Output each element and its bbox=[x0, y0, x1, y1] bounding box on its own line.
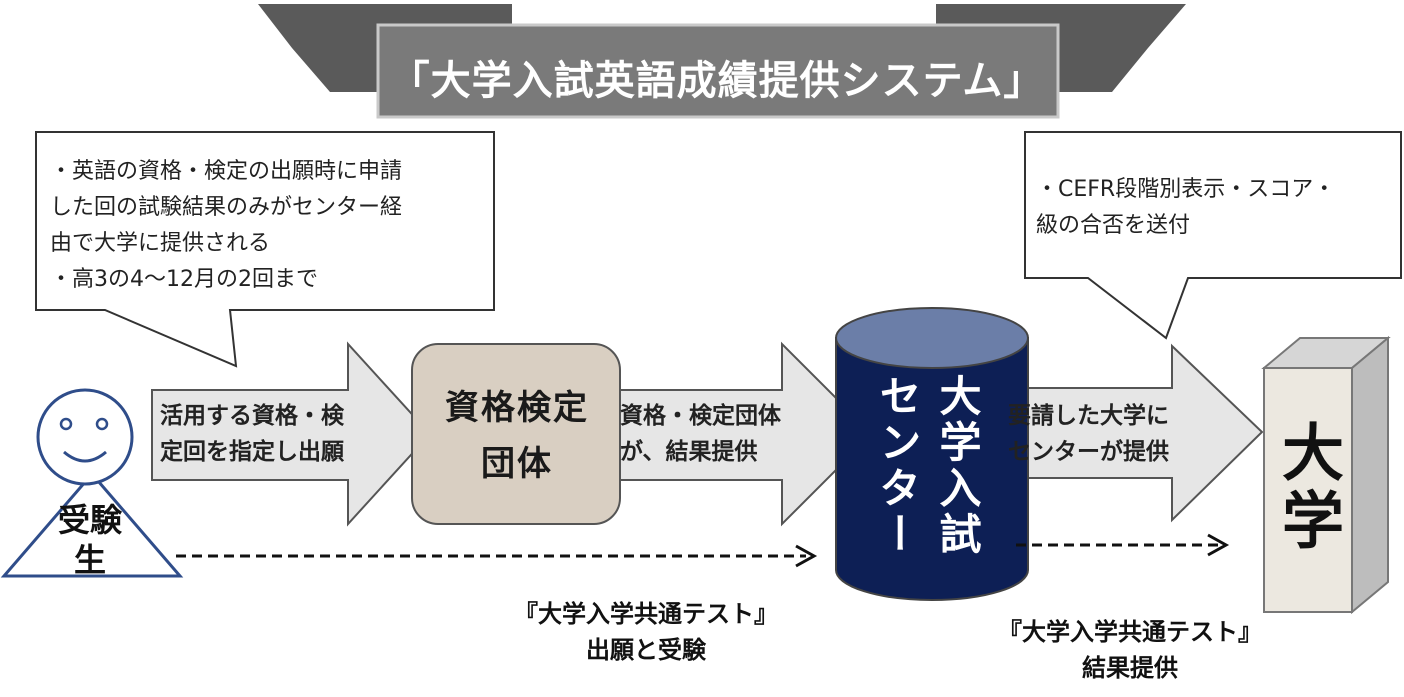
arrow-results-label: 資格・検定団体 が、結果提供 bbox=[620, 398, 781, 470]
callout-right-line-2: 級の合否を送付 bbox=[1036, 213, 1191, 238]
examinee-body bbox=[0, 471, 184, 578]
examinee-head bbox=[36, 388, 134, 486]
caption-right-line-2: 結果提供 bbox=[1082, 654, 1178, 682]
callout-right-text: ・CEFR段階別表示・スコア・ 級の合否を送付 bbox=[1036, 172, 1335, 244]
arrow-apply-label: 活用する資格・検 定回を指定し出願 bbox=[160, 398, 344, 470]
arrow-apply-line-2: 定回を指定し出願 bbox=[160, 439, 344, 465]
callout-right-line-1: ・CEFR段階別表示・スコア・ bbox=[1036, 177, 1336, 202]
examinee-line-1: 受験 bbox=[57, 501, 122, 539]
center-label-col1: 大学入試 bbox=[933, 374, 982, 558]
arrow-apply bbox=[151, 341, 432, 527]
examinee-smile bbox=[63, 450, 107, 463]
university-front bbox=[1263, 367, 1353, 613]
caption-left-line-2: 出願と受験 bbox=[586, 636, 706, 664]
examinee-label: 受験 生 bbox=[42, 500, 138, 580]
banner-front bbox=[376, 23, 1060, 119]
callout-left-shape bbox=[35, 131, 495, 368]
caption-right-line-1: 『大学入学共通テスト』 bbox=[998, 618, 1262, 646]
examinee-line-2: 生 bbox=[73, 541, 106, 579]
testing-org-line-1: 資格検定 bbox=[445, 388, 589, 428]
caption-left-line-1: 『大学入学共通テスト』 bbox=[514, 600, 778, 628]
arrow-results-line-1: 資格・検定団体 bbox=[620, 403, 781, 429]
arrow-results bbox=[613, 341, 874, 527]
arrow-results-line-2: が、結果提供 bbox=[620, 439, 758, 465]
caption-left: 『大学入学共通テスト』 出願と受験 bbox=[496, 596, 796, 668]
university-side bbox=[1351, 335, 1389, 615]
testing-org-line-2: 団体 bbox=[481, 444, 553, 484]
callout-left-line-3: 由で大学に提供される bbox=[50, 231, 271, 256]
arrow-apply-line-1: 活用する資格・検 bbox=[160, 403, 344, 429]
center-cylinder-body bbox=[835, 337, 1029, 601]
callout-left-line-2: した回の試験結果のみがセンター経 bbox=[50, 195, 403, 220]
center-label-col2: センター bbox=[873, 374, 922, 558]
arrow-provide-line-2: センターが提供 bbox=[1008, 439, 1169, 465]
dashed-arrow-right-head bbox=[1207, 533, 1230, 557]
caption-right: 『大学入学共通テスト』 結果提供 bbox=[980, 614, 1280, 686]
arrow-provide-label: 要請した大学に センターが提供 bbox=[1008, 398, 1169, 470]
examinee-right-eye bbox=[95, 417, 109, 431]
dashed-arrow-left-head bbox=[795, 544, 818, 568]
arrow-provide-line-1: 要請した大学に bbox=[1008, 403, 1169, 429]
callout-left-line-1: ・英語の資格・検定の出願時に申請 bbox=[50, 159, 403, 184]
testing-org-box bbox=[411, 343, 621, 525]
testing-org-label: 資格検定 団体 bbox=[414, 380, 620, 492]
callout-left-text: ・英語の資格・検定の出願時に申請 した回の試験結果のみがセンター経 由で大学に提… bbox=[50, 154, 402, 298]
university-label: 大学 bbox=[1271, 420, 1344, 556]
diagram-title: 「大学入試英語成績提供システム」 bbox=[389, 58, 1045, 104]
callout-right-shape bbox=[1024, 131, 1402, 340]
center-cylinder-top bbox=[835, 307, 1029, 369]
callout-left-line-4: ・高3の4～12月の2回まで bbox=[50, 267, 318, 292]
examinee-left-eye bbox=[59, 417, 73, 431]
